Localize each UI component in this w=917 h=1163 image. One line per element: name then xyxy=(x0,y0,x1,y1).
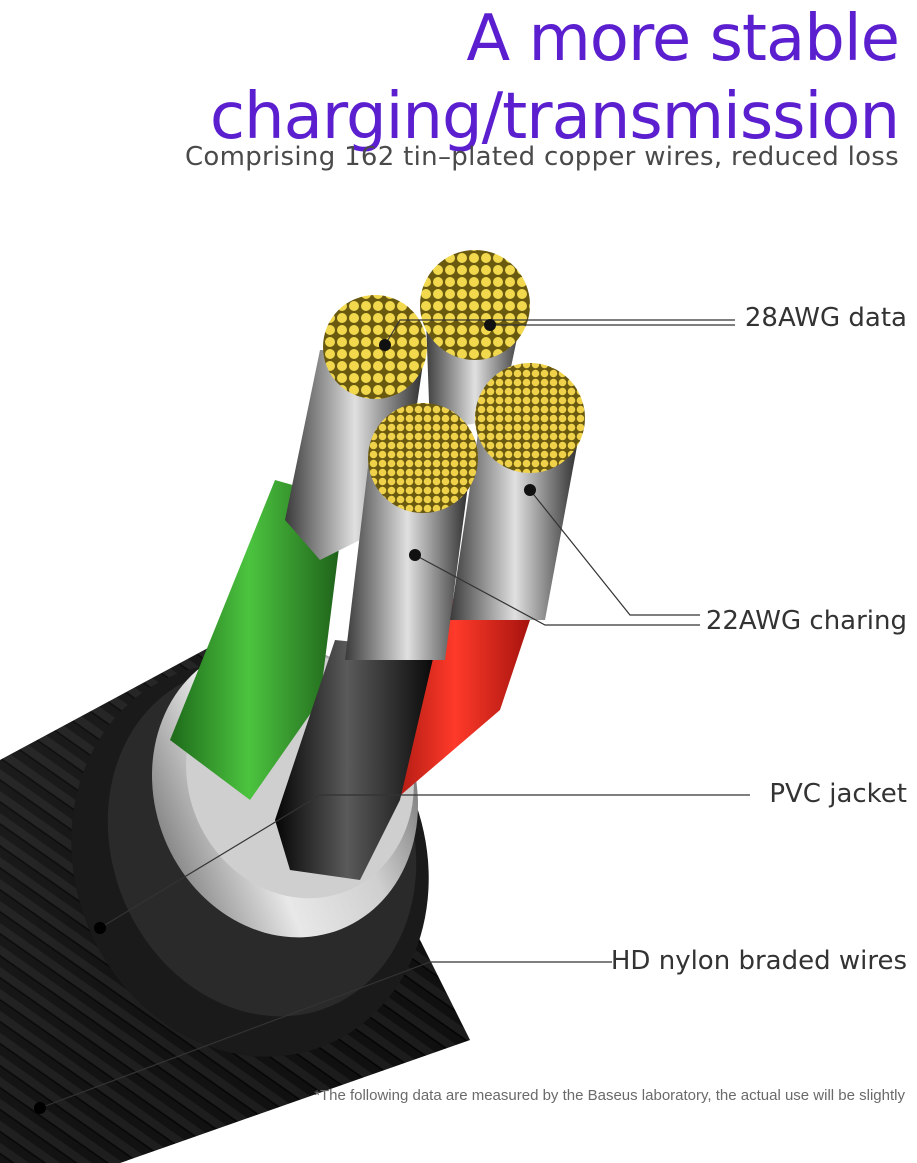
title-line-1: A more stable xyxy=(466,2,900,76)
footnote: *The following data are measured by the … xyxy=(314,1087,905,1104)
callout-pvc-jacket: PVC jacket xyxy=(769,779,907,809)
leader-lines xyxy=(39,319,750,1109)
title-line-2: charging/transmission xyxy=(209,80,900,154)
copper-strand-faces xyxy=(323,250,585,513)
subtitle: Comprising 162 tin–plated copper wires, … xyxy=(184,142,899,172)
black-wire xyxy=(275,640,435,880)
red-wire xyxy=(370,590,540,800)
leader-dots xyxy=(34,319,536,1114)
callout-nylon-braid: HD nylon braded wires xyxy=(610,946,907,976)
green-wire xyxy=(170,480,345,800)
callout-22awg-charging: 22AWG charing xyxy=(705,606,907,636)
callout-28awg-data: 28AWG data xyxy=(744,303,907,333)
page-title: A more stable charging/transmission xyxy=(209,0,900,156)
